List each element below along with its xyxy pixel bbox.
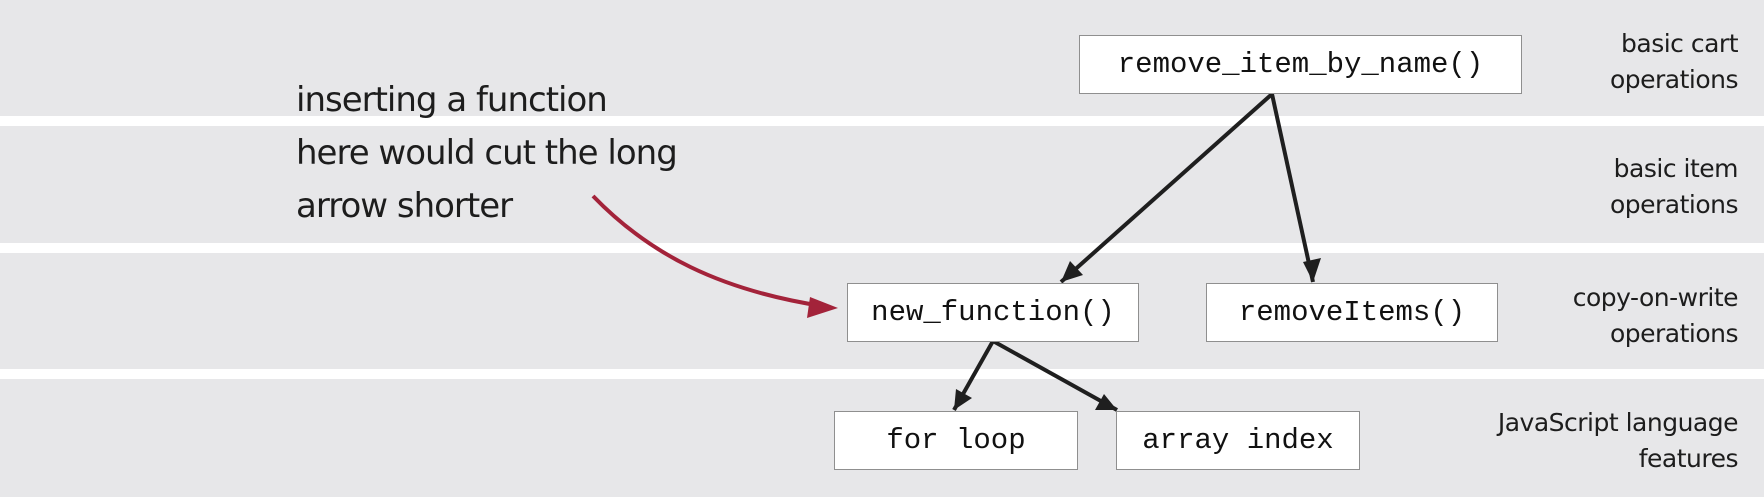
arrow-remove-item-by-name-to-remove-items (1270, 93, 1315, 283)
function-box-for-loop: for loop (834, 411, 1078, 470)
layer-label-line: copy-on-write (1572, 283, 1739, 312)
annotation-arrow (591, 194, 823, 308)
annotation-line: arrow shorter (296, 186, 513, 226)
arrowhead (1061, 261, 1083, 282)
layer-label-line: operations (1609, 65, 1739, 94)
arrowhead (1303, 258, 1321, 282)
function-box-new-function: new_function() (847, 283, 1139, 342)
function-box-remove-item-by-name: remove_item_by_name() (1079, 35, 1522, 94)
function-box-remove-items: removeItems() (1206, 283, 1498, 342)
annotation-line: here would cut the long (296, 133, 678, 173)
arrowhead (954, 389, 972, 410)
layer-label-line: operations (1609, 190, 1739, 219)
layer-label-line: basic item (1613, 154, 1739, 183)
annotation-arrowhead (807, 297, 838, 318)
function-box-array-index: array index (1116, 411, 1360, 470)
layer-label-javascript: JavaScript language features (1497, 405, 1739, 477)
arrowhead (1095, 394, 1117, 410)
arrow-remove-item-by-name-to-new-function (1059, 92, 1274, 284)
layer-band-basic-item (0, 126, 1764, 243)
annotation-line: inserting a function (296, 80, 608, 120)
layer-label-basic-item: basic item operations (1609, 151, 1739, 223)
layer-label-line: operations (1609, 319, 1739, 348)
layer-label-line: basic cart (1621, 29, 1739, 58)
layer-label-basic-cart: basic cart operations (1609, 26, 1739, 98)
layer-label-copy-on-write: copy-on-write operations (1572, 280, 1739, 352)
layer-label-line: features (1638, 444, 1739, 473)
layer-label-line: JavaScript language (1497, 408, 1739, 437)
arrow-new-function-to-array-index (992, 339, 1118, 412)
